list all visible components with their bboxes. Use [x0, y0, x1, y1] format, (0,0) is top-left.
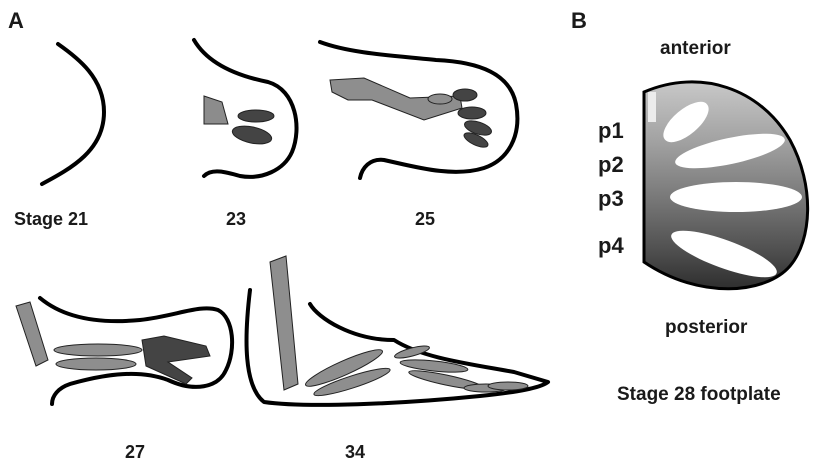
posterior-label: posterior	[665, 317, 748, 338]
stage-25-light-element	[428, 94, 452, 104]
footplate-element-p3	[670, 182, 802, 212]
stage-25-limb-bud	[320, 42, 517, 178]
stage-23-light-element	[204, 96, 228, 124]
anterior-label: anterior	[660, 38, 731, 59]
stage-27-limb	[16, 298, 232, 404]
region-label-p1: p1	[598, 118, 624, 143]
stage-25-label: 25	[415, 209, 435, 229]
stage-21-limb-bud	[42, 44, 104, 184]
panel-a-letter: A	[8, 8, 24, 33]
stage-34-digit-1	[394, 343, 431, 360]
region-label-p4: p4	[598, 233, 624, 258]
stage-23-limb-bud	[194, 40, 297, 177]
stage-27-label: 27	[125, 442, 145, 462]
stage-27-zeugopod-element-1	[54, 344, 142, 356]
stage-23-dark-element-1	[238, 110, 274, 122]
region-label-p3: p3	[598, 186, 624, 211]
stage-28-footplate	[644, 82, 808, 289]
stage-25-digit-1	[453, 89, 477, 101]
region-label-p2: p2	[598, 152, 624, 177]
panel-b-letter: B	[571, 8, 587, 33]
stage-34-digit-5	[488, 382, 528, 390]
stage-27-proximal-element	[16, 302, 48, 366]
stage-23-label: 23	[226, 209, 246, 229]
stage-27-zeugopod-element-2	[56, 358, 136, 370]
footplate-p1-band	[648, 92, 656, 122]
stage-25-digit-2	[458, 107, 486, 119]
footplate-caption: Stage 28 footplate	[617, 384, 781, 405]
stage-21-label: Stage 21	[14, 209, 88, 229]
stage-34-label: 34	[345, 442, 365, 462]
stage-34-long-bone	[270, 256, 298, 390]
stage-23-dark-element-2	[231, 123, 273, 147]
stage-34-limb	[247, 256, 548, 405]
